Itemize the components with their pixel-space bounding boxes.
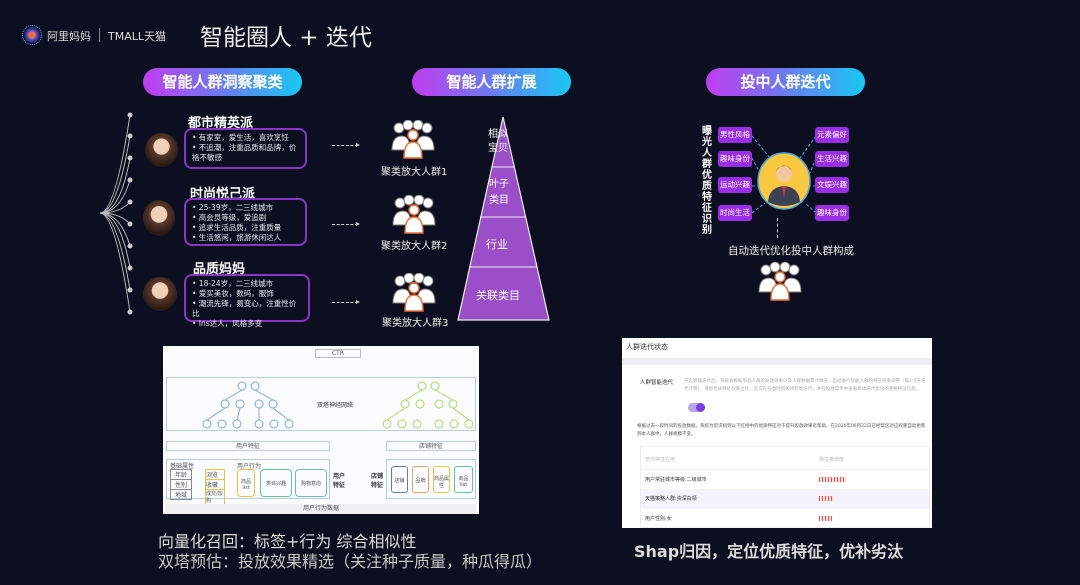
shop-item: 品牌 bbox=[412, 466, 429, 493]
persona-box-3: • 18-24岁，二三线城市 • 爱买美妆，数码，服饰 • 潮流先锋，易变心，注… bbox=[184, 274, 310, 328]
row-weight-bar bbox=[819, 496, 835, 501]
item-box: 类目兴趣 bbox=[260, 469, 292, 497]
feature-tag: 趣味身份 bbox=[718, 151, 752, 167]
feature-tag: 运动兴趣 bbox=[718, 177, 752, 193]
alimama-logo-icon bbox=[22, 25, 42, 45]
row-weight-bar bbox=[819, 477, 846, 482]
persona-bullet: • Ins达人，风格多变 bbox=[192, 319, 263, 328]
dashed-arrow-icon bbox=[332, 222, 360, 226]
setting-label: 人群智能迭代 bbox=[640, 380, 674, 386]
user-avatar-icon bbox=[757, 152, 811, 210]
item-box: 商品list bbox=[237, 469, 255, 497]
persona-avatar-1 bbox=[145, 133, 178, 167]
row-feature: 用户性别:女 bbox=[645, 516, 672, 522]
network-label: 双塔神经网络 bbox=[317, 402, 354, 409]
persona-bullet: • 爱买美妆，数码，服饰 bbox=[192, 289, 274, 298]
crowd-label-3: 聚类放大人群3 bbox=[382, 318, 449, 329]
feature-tag: 生活兴趣 bbox=[815, 151, 849, 167]
table-row: 用户性别:女 bbox=[641, 509, 929, 529]
logo-alimama: 阿里妈妈 bbox=[47, 30, 91, 43]
section-pill-expansion: 智能人群扩展 bbox=[412, 68, 571, 96]
feature-tag: 时尚生活 bbox=[718, 205, 752, 221]
shop-side-label: 店铺特征 bbox=[371, 473, 384, 489]
section-pill-insight: 智能人群洞察聚类 bbox=[143, 68, 302, 96]
ctr-box: CTR bbox=[315, 349, 361, 358]
persona-bullet: • 不追潮，注重品质和品牌，价格不敏感 bbox=[192, 143, 297, 162]
smart-iteration-toggle[interactable] bbox=[688, 403, 705, 412]
cluster-tree-icon bbox=[99, 112, 133, 315]
logo-tmall: TMALL天猫 bbox=[108, 30, 166, 43]
page-title: 智能圈人 + 迭代 bbox=[200, 25, 372, 51]
caption-right: Shap归因，定位优质特征，优补劣汰 bbox=[634, 542, 904, 561]
section-pill-iteration: 投中人群迭代 bbox=[706, 68, 865, 96]
crowd-icon bbox=[758, 262, 802, 301]
persona-box-1: • 有家室，爱生活，喜欢烹饪 • 不追潮，注重品质和品牌，价格不敏感 bbox=[184, 128, 307, 169]
col-header-weight: 特征推荐度 bbox=[819, 457, 845, 463]
persona-title-1: 都市精英派 bbox=[188, 116, 254, 131]
persona-avatar-2 bbox=[143, 200, 175, 236]
iteration-caption: 自动迭代优化投中人群构成 bbox=[728, 245, 854, 257]
basic-attr-label: 基础属性 bbox=[170, 463, 195, 470]
user-feature-box: 基础属性 年龄 性别 地域 用户行为 浏览 收藏 成交/加购 商品list 类目… bbox=[166, 459, 330, 505]
feature-tag: 趣味身份 bbox=[815, 205, 849, 221]
dashed-arrow-icon bbox=[332, 143, 360, 147]
persona-bullet: • 高会员等级，爱追剧 bbox=[192, 213, 267, 222]
shop-feature-bar: 店铺特征 bbox=[386, 441, 476, 451]
row-feature: 天猫策略人群:资深白领 bbox=[645, 496, 697, 502]
behavior-item: 成交/加购 bbox=[205, 489, 225, 505]
expansion-pyramid bbox=[457, 116, 550, 321]
behavior-label: 用户行为 bbox=[237, 463, 262, 470]
twin-tower-diagram: CTR 双塔神经网络 用户特征 店铺特征 基础属性 年龄 性别 地域 用户行为 … bbox=[163, 346, 479, 514]
persona-avatar-3 bbox=[143, 277, 177, 311]
vertical-label: 曝光人群优质特征识别 bbox=[702, 126, 712, 236]
persona-bullet: • 有家室，爱生活，喜欢烹饪 bbox=[192, 133, 289, 142]
persona-bullet: • 18-24岁，二三线城市 bbox=[192, 279, 274, 288]
network-box: 双塔神经网络 bbox=[166, 377, 476, 431]
crowd-icon bbox=[392, 273, 436, 312]
logo-divider bbox=[99, 28, 100, 42]
pyramid-level-1: 相似宝贝 bbox=[488, 129, 508, 154]
shop-item: 店铺 bbox=[391, 466, 408, 493]
pyramid-level-2: 叶子类目 bbox=[489, 179, 509, 206]
persona-bullet: • 生活悠闲，旅游休闲达人 bbox=[192, 233, 282, 242]
iteration-status-panel: 人群迭代状态 人群智能迭代 开启智能迭代后，系统会根据单品人群的投放效果以及人群… bbox=[622, 338, 932, 528]
shop-item: 商品属性 bbox=[433, 466, 450, 493]
feature-tag: 文娱兴趣 bbox=[815, 177, 849, 193]
feature-table: 迭代特征应用 特征推荐度 用户常驻城市等级:二级城市 天猫策略人群:资深白领 用… bbox=[640, 446, 930, 528]
table-row: 用户常驻城市等级:二级城市 bbox=[641, 469, 929, 489]
feature-tag: 元素偏好 bbox=[815, 127, 849, 143]
persona-title-3: 品质妈妈 bbox=[193, 262, 246, 277]
setting-description: 开启智能迭代后，系统会根据单品人群的投放效果以及人群数据累计情况，自动进行智能人… bbox=[684, 379, 926, 392]
user-side-label: 用户特征 bbox=[333, 473, 346, 489]
caption-left-1: 向量化召回：标签+行为 综合相似性 bbox=[158, 532, 417, 551]
basic-item: 地域 bbox=[170, 489, 192, 500]
pyramid-level-3: 行业 bbox=[486, 238, 508, 251]
panel-divider bbox=[622, 358, 932, 365]
pyramid-level-4: 关联类目 bbox=[476, 289, 520, 302]
persona-bullet: • 追求生活品质，注重质量 bbox=[192, 223, 282, 232]
shop-item: 商品list bbox=[454, 466, 473, 493]
persona-box-2: • 25-39岁，二三线城市 • 高会员等级，爱追剧 • 追求生活品质，注重质量… bbox=[184, 198, 307, 246]
shop-feature-box: 店铺 品牌 商品属性 商品list bbox=[386, 459, 476, 499]
row-feature: 用户常驻城市等级:二级城市 bbox=[645, 477, 707, 483]
crowd-label-1: 聚类放大人群1 bbox=[381, 167, 448, 178]
item-box: 购物意向 bbox=[295, 469, 327, 497]
feature-tag: 男性风格 bbox=[718, 127, 752, 143]
panel-title: 人群迭代状态 bbox=[626, 343, 668, 351]
crowd-label-2: 聚类放大人群2 bbox=[381, 241, 448, 252]
vertical-connector bbox=[777, 218, 778, 238]
dashed-arrow-icon bbox=[332, 300, 360, 304]
bottom-data-bar: 用户行为数据 bbox=[166, 504, 476, 514]
user-feature-bar: 用户特征 bbox=[166, 441, 330, 451]
col-header-feature: 迭代特征应用 bbox=[645, 457, 676, 463]
persona-bullet: • 潮流先锋，易变心，注重性价比 bbox=[192, 299, 297, 318]
crowd-icon bbox=[392, 195, 436, 234]
crowd-icon bbox=[391, 120, 435, 159]
notice-text: 根据过去一段时间的投放数据，系统为您识别到以下红榜中的优质特征对于提升投放效果有… bbox=[637, 424, 926, 437]
caption-left-2: 双塔预估：投放效果精选（关注种子质量，种瓜得瓜） bbox=[158, 552, 543, 571]
persona-bullet: • 25-39岁，二三线城市 bbox=[192, 203, 274, 212]
table-row: 天猫策略人群:资深白领 bbox=[641, 489, 929, 509]
row-weight-bar bbox=[819, 516, 833, 521]
